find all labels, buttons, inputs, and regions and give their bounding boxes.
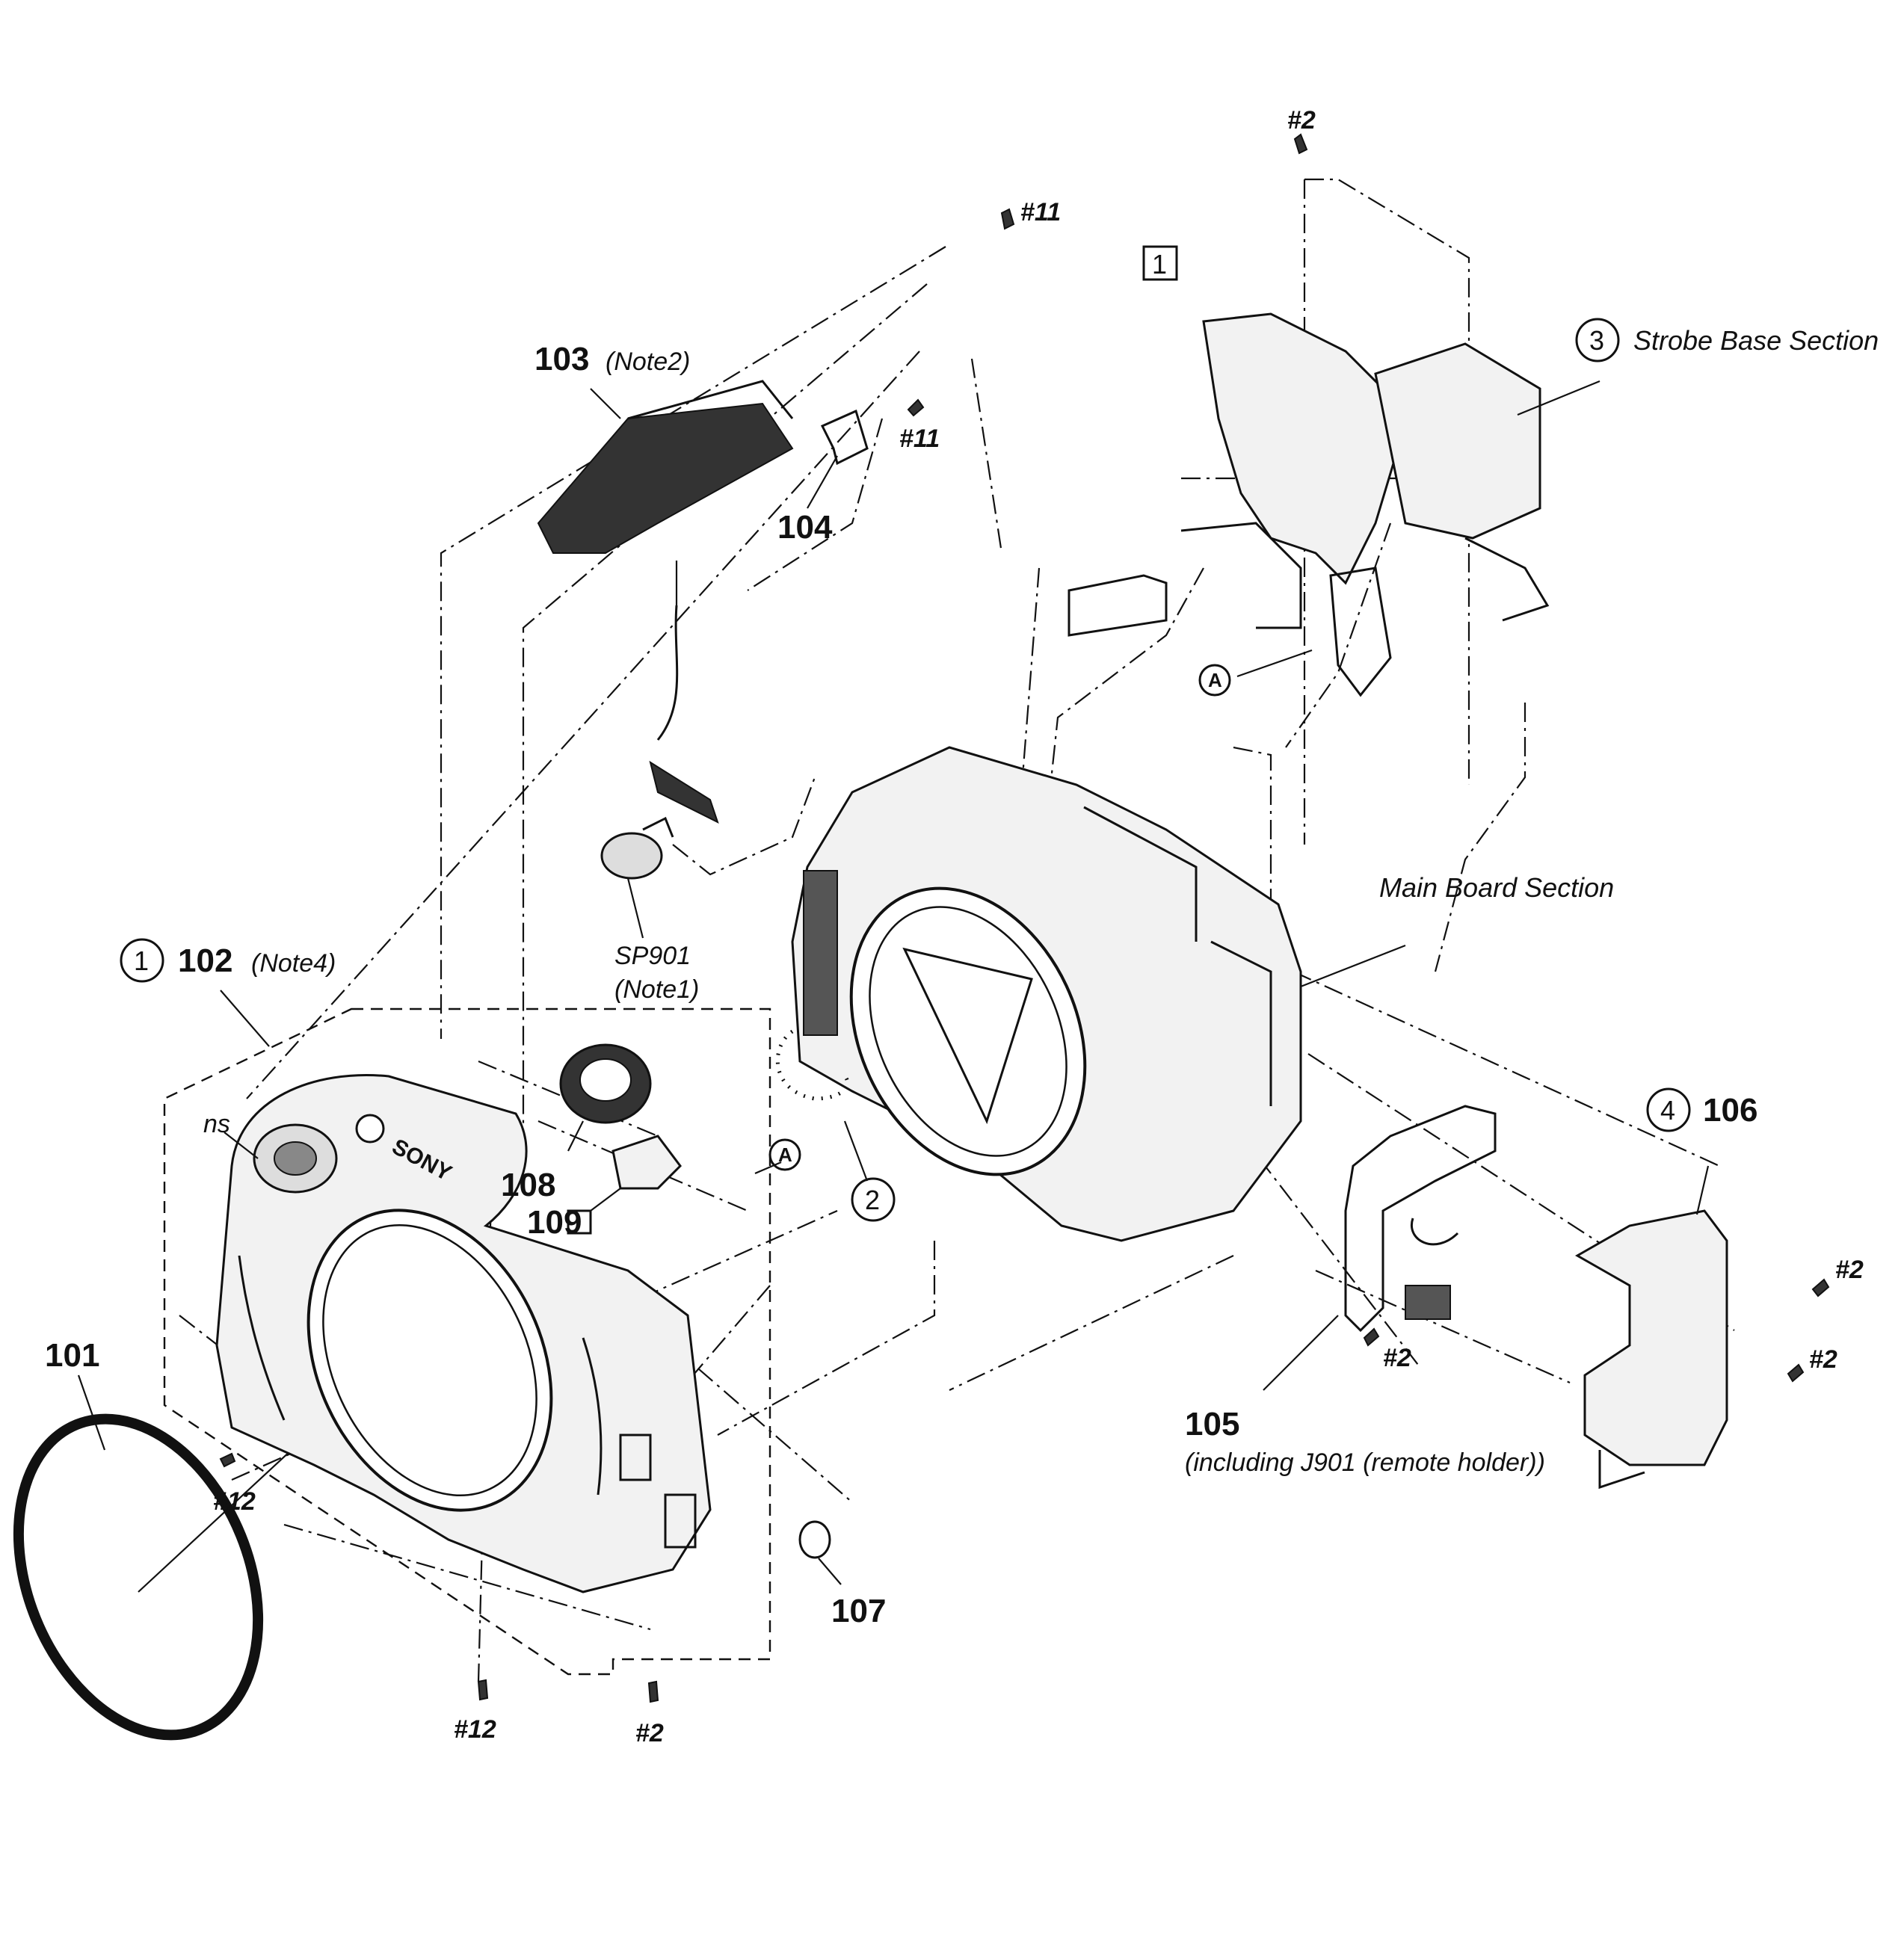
label-101: 101: [45, 1337, 99, 1374]
screw-11-mid: #11: [899, 425, 940, 453]
screw-icon: [1363, 1327, 1380, 1347]
part-108-dial: [559, 1043, 652, 1152]
screws: [219, 133, 1830, 1703]
ns-leader: [224, 1132, 259, 1159]
label-106: 106: [1703, 1092, 1757, 1129]
part-101-ring: [13, 1374, 292, 1741]
callout-a-top: A: [1208, 669, 1222, 691]
label-107: 107: [831, 1593, 886, 1629]
screw-icon: [647, 1680, 659, 1703]
screw-2-right-a: #2: [1835, 1256, 1864, 1284]
label-ns: ns: [203, 1110, 230, 1138]
screw-2-bottom: #2: [635, 1719, 664, 1747]
label-105-desc: (including J901 (remote holder)): [1185, 1448, 1545, 1477]
screw-icon: [907, 398, 925, 417]
a-top-arrow: [1236, 649, 1313, 678]
main-board-section-label: Main Board Section: [1379, 872, 1614, 903]
screw-icon: [219, 1452, 236, 1468]
screw-2-bracket: #2: [1383, 1344, 1411, 1372]
callout-2-leader: [843, 1120, 869, 1182]
callout-4: 4: [1660, 1095, 1675, 1126]
part-103-top-board: [537, 380, 794, 824]
label-103: 103: [534, 341, 589, 377]
label-104: 104: [777, 509, 833, 546]
screw-2-top: #2: [1287, 106, 1316, 135]
part-109-switch: [590, 1135, 682, 1212]
callout-2: 2: [865, 1185, 880, 1215]
label-109: 109: [527, 1204, 582, 1241]
strobe-leader: [1517, 380, 1600, 416]
label-note2: (Note2): [606, 348, 690, 376]
screw-icon: [1787, 1363, 1805, 1383]
callout-box-1: 1: [1152, 249, 1167, 280]
label-102: 102: [178, 942, 232, 979]
part-102-front-cover: [215, 1074, 712, 1593]
screw-12-left: #12: [213, 1487, 256, 1516]
screw-2-right-b: #2: [1809, 1345, 1837, 1374]
screw-icon: [1811, 1278, 1830, 1297]
screw-icon: [1000, 208, 1015, 230]
main-board-leader: [1300, 944, 1406, 988]
main-board-section: [791, 746, 1302, 1242]
screw-icon: [1293, 133, 1308, 155]
a-mid-arrow: [754, 1161, 782, 1175]
label-sp901: SP901: [614, 942, 691, 970]
label-108: 108: [501, 1167, 555, 1203]
strobe-base-section: [1067, 312, 1550, 697]
part-104-bracket: [807, 409, 869, 509]
screw-icon: [477, 1679, 489, 1701]
sp901-speaker: [600, 816, 674, 939]
callout-markers: [120, 245, 1691, 1222]
screw-11-top: #11: [1020, 198, 1061, 226]
label-105: 105: [1185, 1406, 1239, 1442]
part-107-knob: [798, 1520, 842, 1585]
label-note1: (Note1): [614, 975, 699, 1004]
label-note4: (Note4): [251, 949, 336, 978]
screw-12-bottom: #12: [454, 1715, 496, 1744]
part-105-bracket: [1263, 1105, 1497, 1391]
strobe-base-section-label: Strobe Base Section: [1633, 325, 1879, 356]
callout-a-mid: A: [778, 1144, 792, 1166]
part-106-side-cover: [1574, 1165, 1728, 1490]
callout-3: 3: [1589, 325, 1604, 356]
note4-leader: [220, 990, 270, 1047]
callout-1: 1: [134, 945, 149, 976]
